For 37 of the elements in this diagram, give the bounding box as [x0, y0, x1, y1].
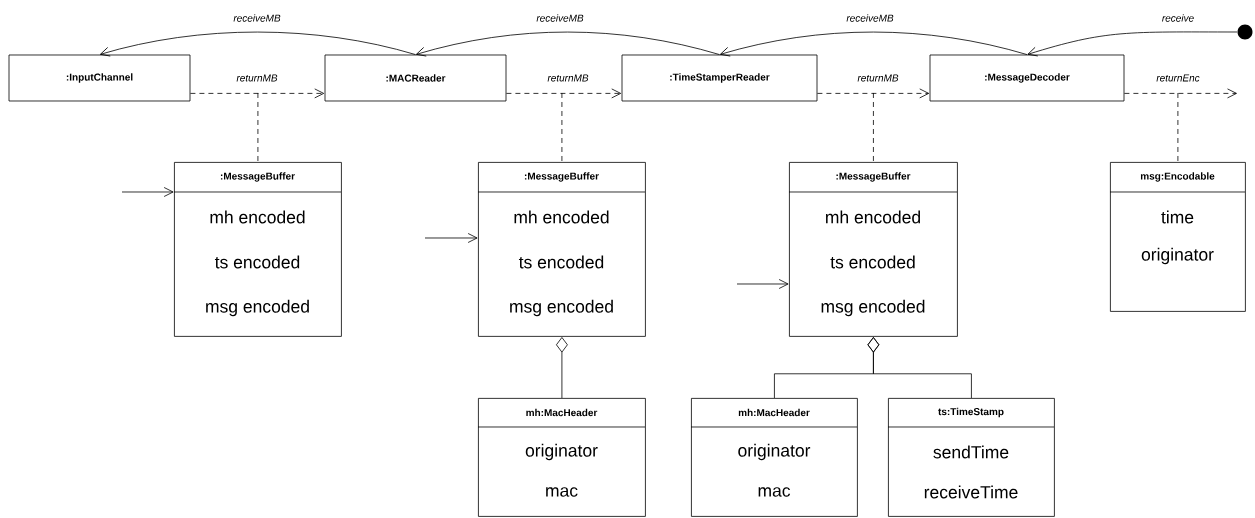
arrow	[190, 88, 325, 99]
object-box: mh:MacHeader originator mac	[477, 398, 646, 517]
arrow	[424, 233, 478, 243]
edge-label: receive	[1162, 14, 1194, 22]
arrow	[121, 187, 174, 197]
arrow	[1027, 31, 1238, 57]
arrow	[99, 31, 416, 57]
object-box: :InputChannel	[8, 54, 191, 102]
arrow	[817, 88, 930, 99]
edge-label: returnMB	[547, 74, 589, 82]
object-box: :MessageBuffer mh encoded ts encoded msg encoded	[477, 162, 646, 337]
arrow	[415, 31, 720, 57]
connector	[1177, 92, 1179, 163]
connector	[561, 92, 563, 163]
object-box: :MACReader	[324, 54, 507, 102]
object-box: :TimeStamperReader	[621, 54, 818, 102]
arrow	[736, 279, 789, 289]
object-box: :MessageDecoder	[929, 54, 1125, 102]
edge-label: receiveMB	[536, 14, 584, 22]
arrow	[506, 88, 622, 99]
arrow	[1124, 88, 1237, 99]
edge-label: receiveMB	[233, 14, 281, 22]
connector	[257, 92, 259, 163]
object-box: :MessageBuffer mh encoded ts encoded msg encoded	[173, 162, 342, 337]
edge-label: returnMB	[857, 74, 899, 82]
object-box: mh:MacHeader originator mac	[690, 398, 858, 517]
object-box: :MessageBuffer mh encoded ts encoded msg encoded	[788, 162, 958, 337]
aggregation-line	[556, 337, 568, 399]
edge-label: receiveMB	[846, 14, 894, 22]
edge-label: returnEnc	[1156, 74, 1200, 82]
object-box: ts:TimeStamp sendTime receiveTime	[887, 398, 1055, 517]
edge-label: returnMB	[236, 74, 278, 82]
aggregation-line	[867, 337, 972, 399]
start-dot	[1237, 24, 1253, 40]
object-box: msg:Encodable time originator	[1109, 162, 1246, 312]
arrow	[719, 31, 1028, 57]
connector	[873, 92, 874, 163]
